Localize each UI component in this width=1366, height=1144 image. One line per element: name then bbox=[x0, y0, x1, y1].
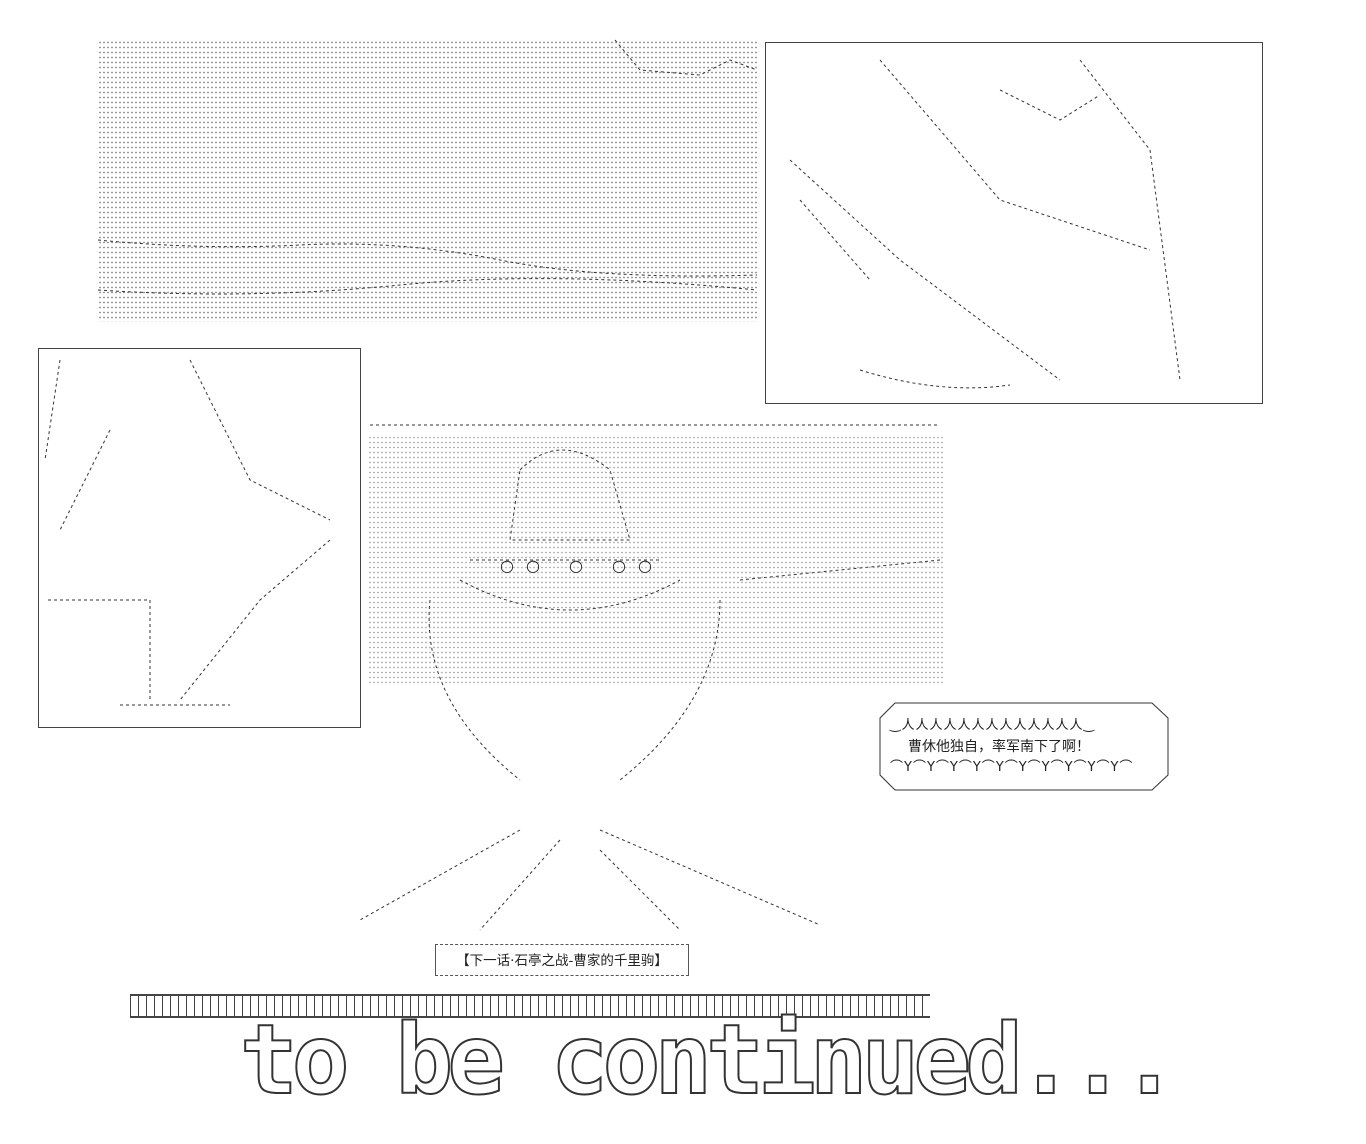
center-dotted-background bbox=[368, 435, 943, 685]
bubble-scallop-bottom: ⌒Y⌒Y⌒Y⌒Y⌒Y⌒Y⌒Y⌒Y⌒Y⌒Y⌒ bbox=[890, 760, 1134, 775]
next-episode-caption: 【下一话·石亭之战-曹家的千里驹】 bbox=[435, 944, 689, 976]
ending-banner-text: to be continued... bbox=[239, 1004, 1179, 1116]
top-right-panel bbox=[765, 42, 1263, 404]
speech-bubble-text: 曹休他独自，率军南下了啊！ bbox=[908, 739, 1090, 755]
hill-line bbox=[97, 239, 758, 277]
bubble-scallop-top: ‿人人人人人人人人人人人人人‿ bbox=[890, 718, 1095, 733]
speech-bubble-outline bbox=[879, 702, 1169, 791]
left-panel bbox=[38, 348, 361, 728]
ending-rail bbox=[130, 994, 930, 1018]
center-figure-eyes: ○○ ○ ○○ bbox=[500, 556, 664, 575]
